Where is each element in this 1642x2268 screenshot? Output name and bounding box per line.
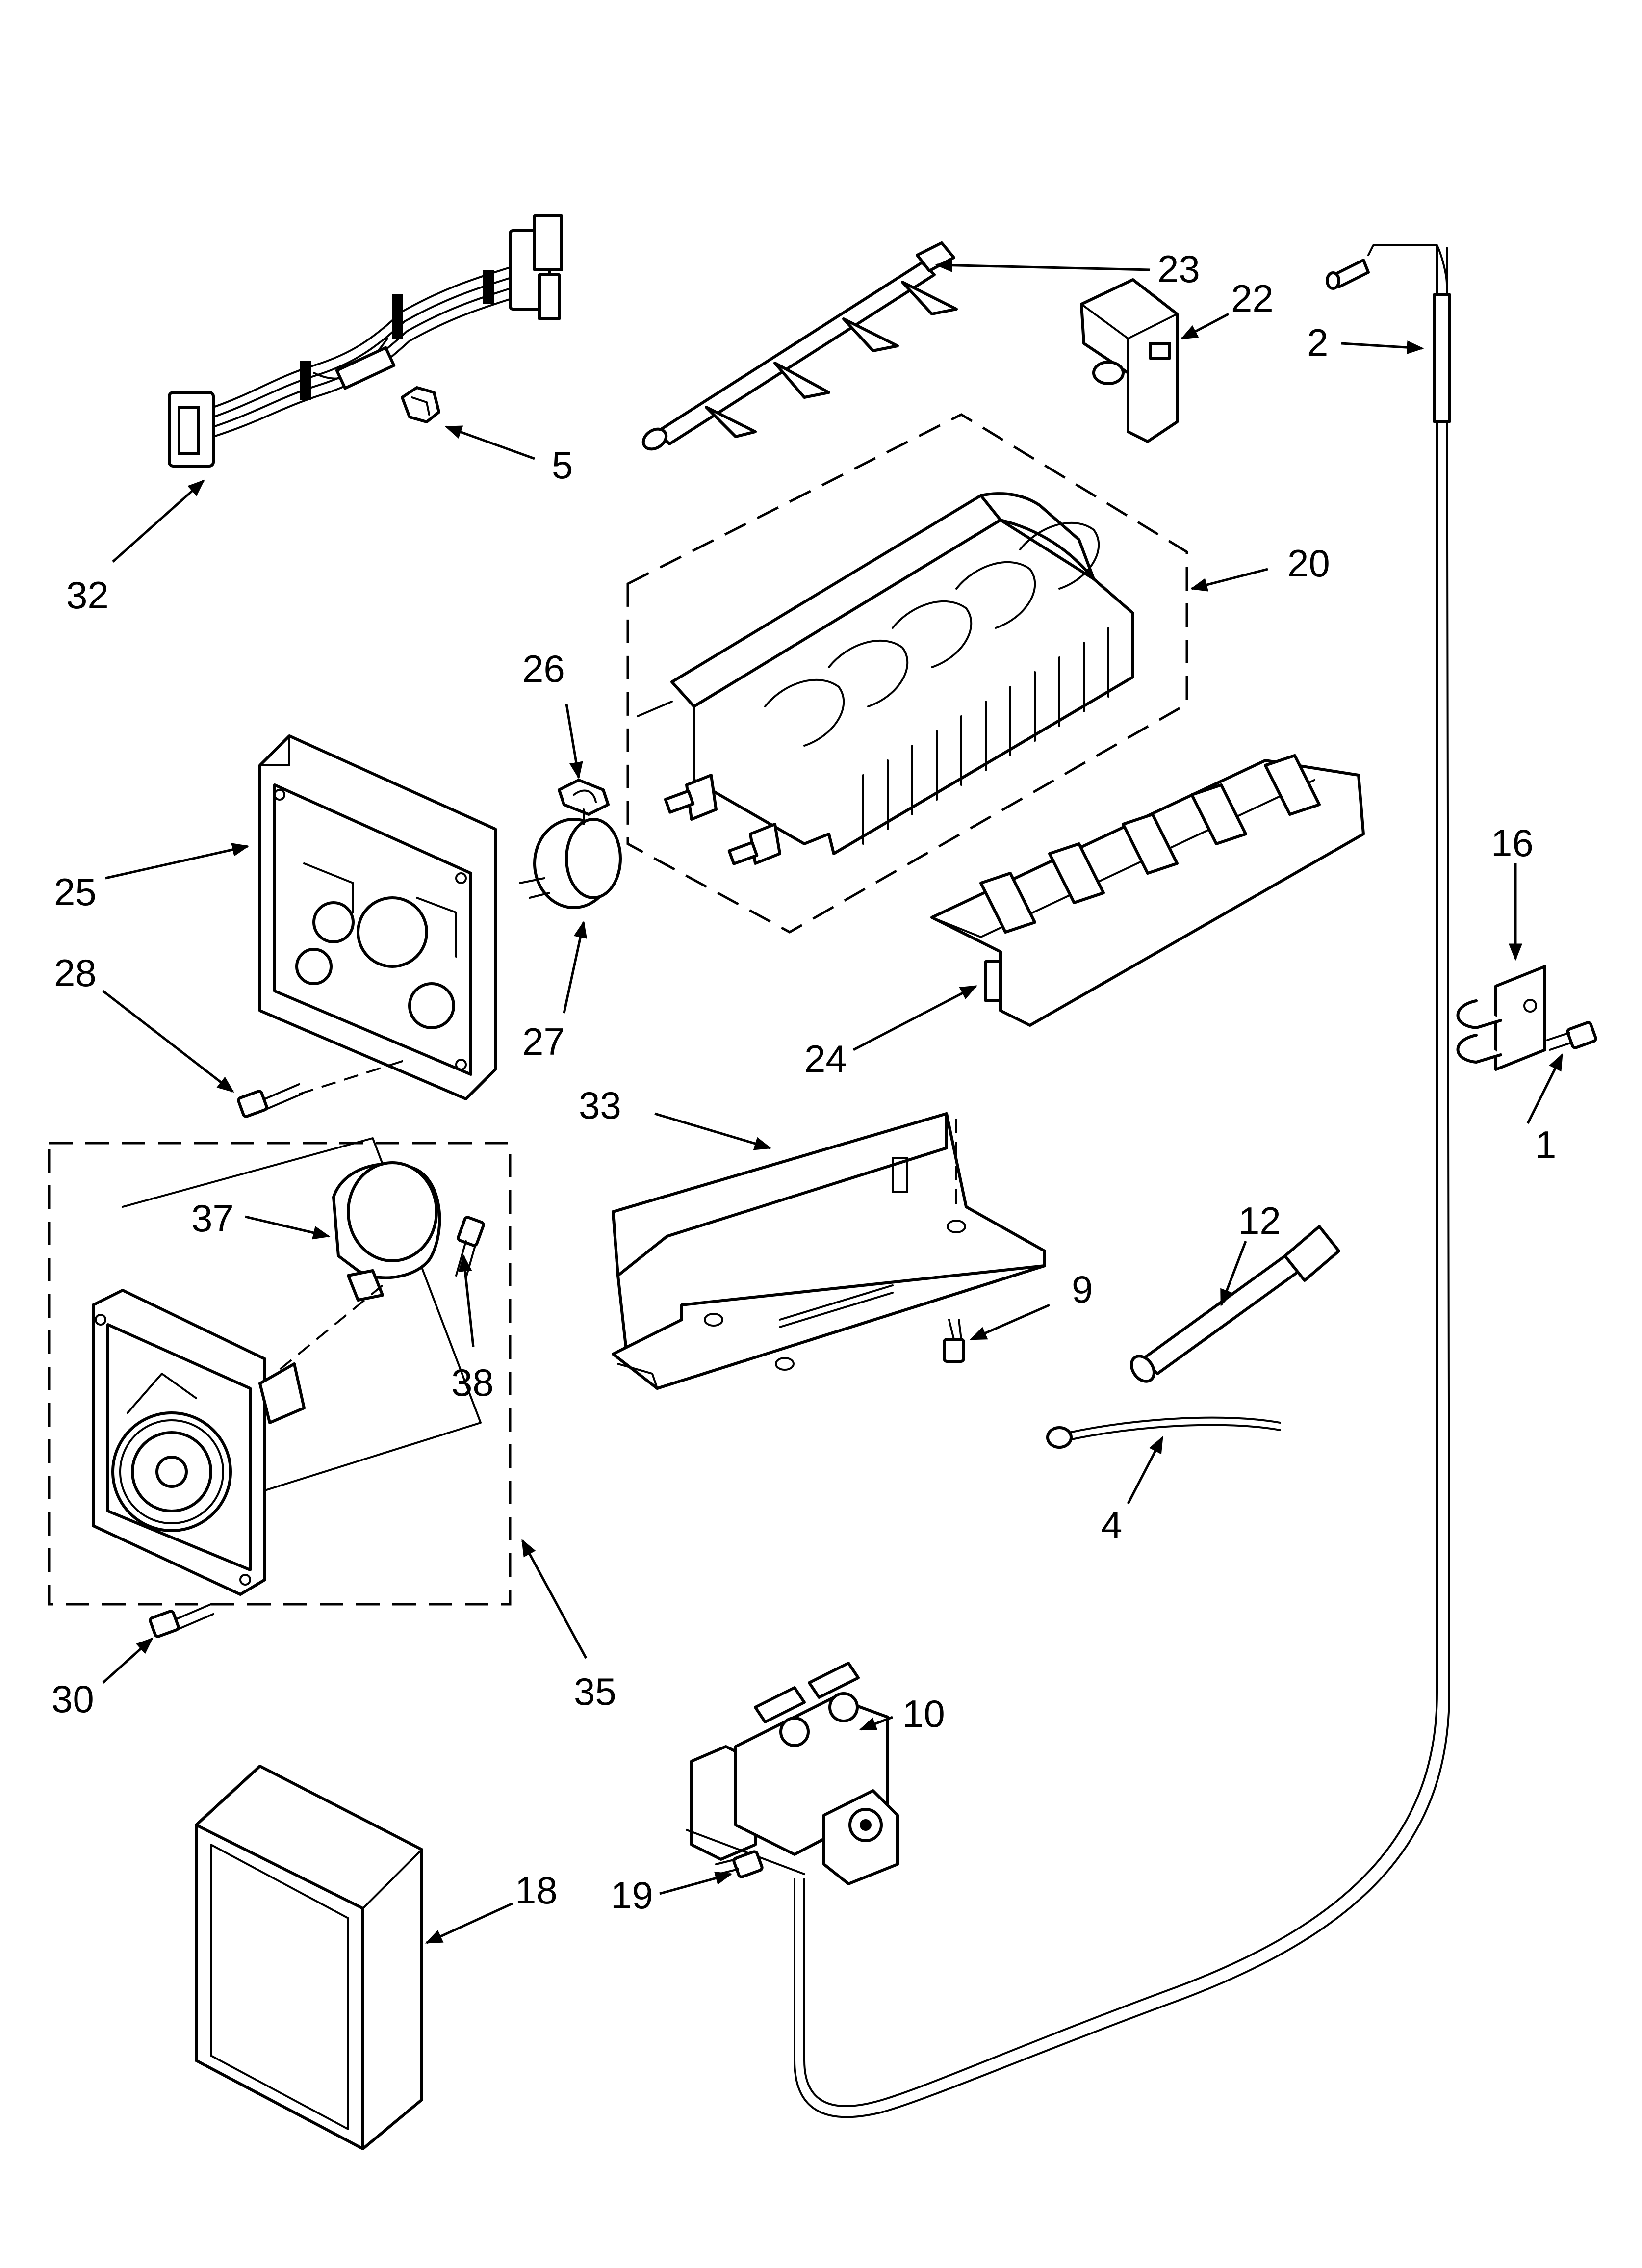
mold-fins bbox=[862, 627, 1109, 845]
callout-9: 9 bbox=[1072, 1268, 1093, 1311]
callout-25: 25 bbox=[54, 870, 97, 913]
part-4-tube bbox=[1046, 1416, 1281, 1449]
part-9-screw bbox=[943, 1319, 965, 1363]
callout-10: 10 bbox=[902, 1692, 945, 1735]
callout-2: 2 bbox=[1307, 321, 1328, 364]
callout-12: 12 bbox=[1238, 1199, 1281, 1242]
callout-30: 30 bbox=[51, 1677, 94, 1721]
callout-5: 5 bbox=[552, 443, 573, 487]
part-33-cover bbox=[612, 1112, 1046, 1390]
part-24-stripper bbox=[930, 754, 1365, 1027]
part-10-water-valve bbox=[686, 1662, 899, 1885]
part-32-wire-harness bbox=[168, 214, 563, 468]
part-2-water-line bbox=[794, 244, 1451, 2118]
callout-33: 33 bbox=[579, 1084, 621, 1127]
part-35-control-assembly bbox=[48, 1137, 512, 1606]
part-19-screw bbox=[715, 1850, 764, 1878]
callout-19: 19 bbox=[611, 1874, 653, 1917]
callout-1: 1 bbox=[1535, 1123, 1556, 1166]
part-12-fill-tube bbox=[1130, 1225, 1340, 1383]
part-25-module-housing bbox=[258, 734, 497, 1100]
callout-18: 18 bbox=[515, 1869, 558, 1912]
callout-35: 35 bbox=[574, 1670, 616, 1713]
part-28-screw bbox=[237, 1083, 303, 1118]
callout-37: 37 bbox=[191, 1197, 234, 1240]
part-27-thermostat bbox=[519, 808, 622, 909]
callout-16: 16 bbox=[1491, 821, 1534, 864]
part-26-clip bbox=[558, 779, 610, 816]
part-1-screw bbox=[1546, 1021, 1597, 1051]
part-38-screw bbox=[455, 1216, 485, 1279]
callout-38: 38 bbox=[451, 1361, 494, 1404]
part-18-box bbox=[195, 1765, 423, 2150]
part-22-bracket bbox=[1080, 278, 1179, 443]
callout-24: 24 bbox=[804, 1037, 847, 1080]
callout-leaders bbox=[102, 258, 1564, 1944]
callout-20: 20 bbox=[1287, 542, 1330, 585]
callout-4: 4 bbox=[1101, 1503, 1122, 1546]
callout-23: 23 bbox=[1157, 247, 1200, 290]
callout-28: 28 bbox=[54, 951, 97, 994]
part-30-screw bbox=[149, 1603, 214, 1638]
callout-labels: 1 2 4 5 9 10 12 16 18 19 20 22 23 24 25 … bbox=[51, 247, 1556, 1917]
part-37-motor bbox=[332, 1161, 441, 1302]
callout-32: 32 bbox=[66, 574, 109, 617]
callout-26: 26 bbox=[522, 647, 565, 690]
part-5-clip bbox=[401, 386, 440, 423]
part-23-ejector bbox=[641, 241, 958, 451]
part-20-ice-mold bbox=[626, 413, 1188, 934]
mold-cavities bbox=[764, 522, 1100, 747]
callout-22: 22 bbox=[1231, 277, 1274, 320]
callout-27: 27 bbox=[522, 1020, 565, 1063]
part-16-clamp bbox=[1456, 965, 1546, 1071]
